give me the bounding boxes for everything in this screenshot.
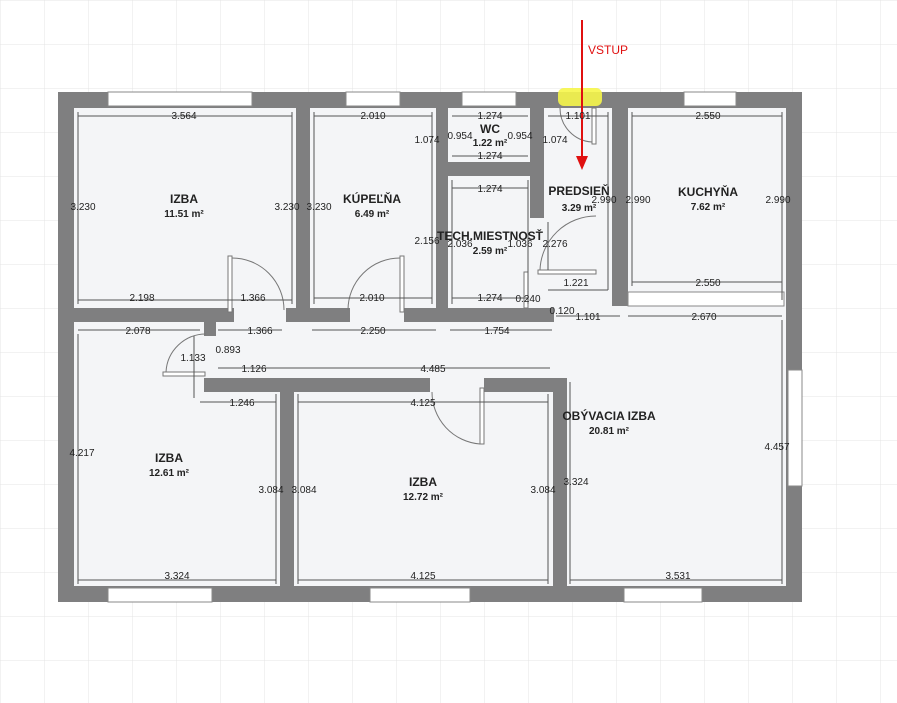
room-name-obyvacia: OBÝVACIA IZBA <box>562 408 656 423</box>
dimension-label: 1.074 <box>414 135 439 146</box>
door-swing <box>559 107 593 143</box>
dimension-label: 3.324 <box>164 571 189 582</box>
window <box>683 91 737 107</box>
dimension-label: 3.230 <box>70 202 95 213</box>
dimension-label: 2.010 <box>359 293 384 304</box>
room-name-izba-sw: IZBA <box>155 451 183 465</box>
window <box>107 91 253 107</box>
dimension-label: 1.274 <box>477 184 502 195</box>
dimension-label: 2.156 <box>414 236 439 247</box>
room-area-kuchyna: 7.62 m² <box>691 202 726 213</box>
dimension-label: 2.198 <box>129 293 154 304</box>
window <box>627 291 785 307</box>
room-area-kupelna: 6.49 m² <box>355 209 390 220</box>
dimension-label: 4.485 <box>420 364 445 375</box>
dimension-label: 1.274 <box>477 293 502 304</box>
dimension-label: 1.126 <box>241 364 266 375</box>
dimension-label: 4.125 <box>410 571 435 582</box>
room-name-kuchyna: KUCHYŇA <box>678 184 738 199</box>
window <box>345 91 401 107</box>
window <box>623 587 703 603</box>
dimension-label: 1.274 <box>477 111 502 122</box>
dimension-label: 1.074 <box>542 135 567 146</box>
door-leaf <box>162 371 206 377</box>
dimension-label: 1.754 <box>484 326 509 337</box>
room-area-izba-mid: 12.72 m² <box>403 492 444 503</box>
doors <box>162 107 597 445</box>
room-labels: IZBA 11.51 m² KÚPEĽŇA 6.49 m² WC 1.22 m²… <box>149 122 738 503</box>
door-leaf <box>591 107 597 145</box>
room-area-tech: 2.59 m² <box>473 246 508 257</box>
door-leaf <box>479 387 485 445</box>
window <box>787 369 803 487</box>
dimension-label: 3.324 <box>563 477 588 488</box>
door-swing <box>431 391 481 445</box>
room-name-predsien: PREDSIEŇ <box>548 183 609 198</box>
dimension-label: 0.893 <box>215 345 240 356</box>
dimension-label: 1.221 <box>563 278 588 289</box>
dimension-lines <box>77 112 783 584</box>
room-name-izba-nw: IZBA <box>170 192 198 206</box>
windows <box>107 91 803 603</box>
dimension-label: 1.274 <box>477 151 502 162</box>
door-leaf <box>537 269 597 275</box>
dimension-label: 2.990 <box>625 195 650 206</box>
dimension-label: 1.366 <box>240 293 265 304</box>
dimension-label: 3.084 <box>530 485 555 496</box>
room-name-izba-mid: IZBA <box>409 475 437 489</box>
dimension-label: 2.990 <box>591 195 616 206</box>
room-name-wc: WC <box>480 122 500 136</box>
door-swing <box>539 215 597 271</box>
dimension-label: 1.246 <box>229 398 254 409</box>
dimension-label: 3.564 <box>171 111 196 122</box>
window <box>461 91 517 107</box>
dimension-label: 2.550 <box>695 111 720 122</box>
room-name-kupelna: KÚPEĽŇA <box>343 191 401 206</box>
door-leaf <box>227 255 233 313</box>
dimension-label: 2.276 <box>542 239 567 250</box>
interior-walls <box>74 108 628 586</box>
dimension-label: 3.531 <box>665 571 690 582</box>
room-area-predsien: 3.29 m² <box>562 203 597 214</box>
dimension-label: 0.120 <box>549 306 574 317</box>
floor <box>60 92 802 600</box>
room-name-tech: TECH.MIESTNOSŤ <box>437 228 544 243</box>
dimension-label: 2.670 <box>691 312 716 323</box>
room-area-wc: 1.22 m² <box>473 138 508 149</box>
dimension-label: 2.550 <box>695 278 720 289</box>
dimension-label: 4.457 <box>764 442 789 453</box>
room-area-izba-nw: 11.51 m² <box>164 209 204 220</box>
dimension-label: 3.084 <box>291 485 316 496</box>
dimension-label: 2.078 <box>125 326 150 337</box>
dimension-label: 2.010 <box>360 111 385 122</box>
window <box>369 587 471 603</box>
door-leaf <box>399 255 405 313</box>
dimension-labels: 3.564 2.010 1.274 1.101 2.550 0.954 0.95… <box>69 111 790 582</box>
entrance-arrow <box>576 20 588 170</box>
door-swing <box>347 257 401 311</box>
dimension-label: 3.084 <box>258 485 283 496</box>
dimension-label: 2.990 <box>765 195 790 206</box>
dimension-label: 1.036 <box>507 239 532 250</box>
room-area-obyvacia: 20.81 m² <box>589 426 630 437</box>
dimension-label: 3.230 <box>274 202 299 213</box>
dimension-label: 4.217 <box>69 448 94 459</box>
dimension-label: 2.036 <box>447 239 472 250</box>
dimension-label: 4.125 <box>410 398 435 409</box>
dimension-label: 1.101 <box>565 111 590 122</box>
door-swing <box>165 333 207 373</box>
entrance-highlight[interactable] <box>558 88 602 106</box>
dimension-label: 3.230 <box>306 202 331 213</box>
entrance-label: VSTUP <box>588 43 628 57</box>
dimension-label: 1.366 <box>247 326 272 337</box>
dimension-label: 1.101 <box>575 312 600 323</box>
dimension-label: 0.240 <box>515 294 540 305</box>
dimension-label: 0.954 <box>507 131 532 142</box>
window <box>107 587 213 603</box>
room-area-izba-sw: 12.61 m² <box>149 468 190 479</box>
dimension-label: 2.250 <box>360 326 385 337</box>
dimension-label: 0.954 <box>447 131 472 142</box>
dimension-label: 1.133 <box>180 353 205 364</box>
